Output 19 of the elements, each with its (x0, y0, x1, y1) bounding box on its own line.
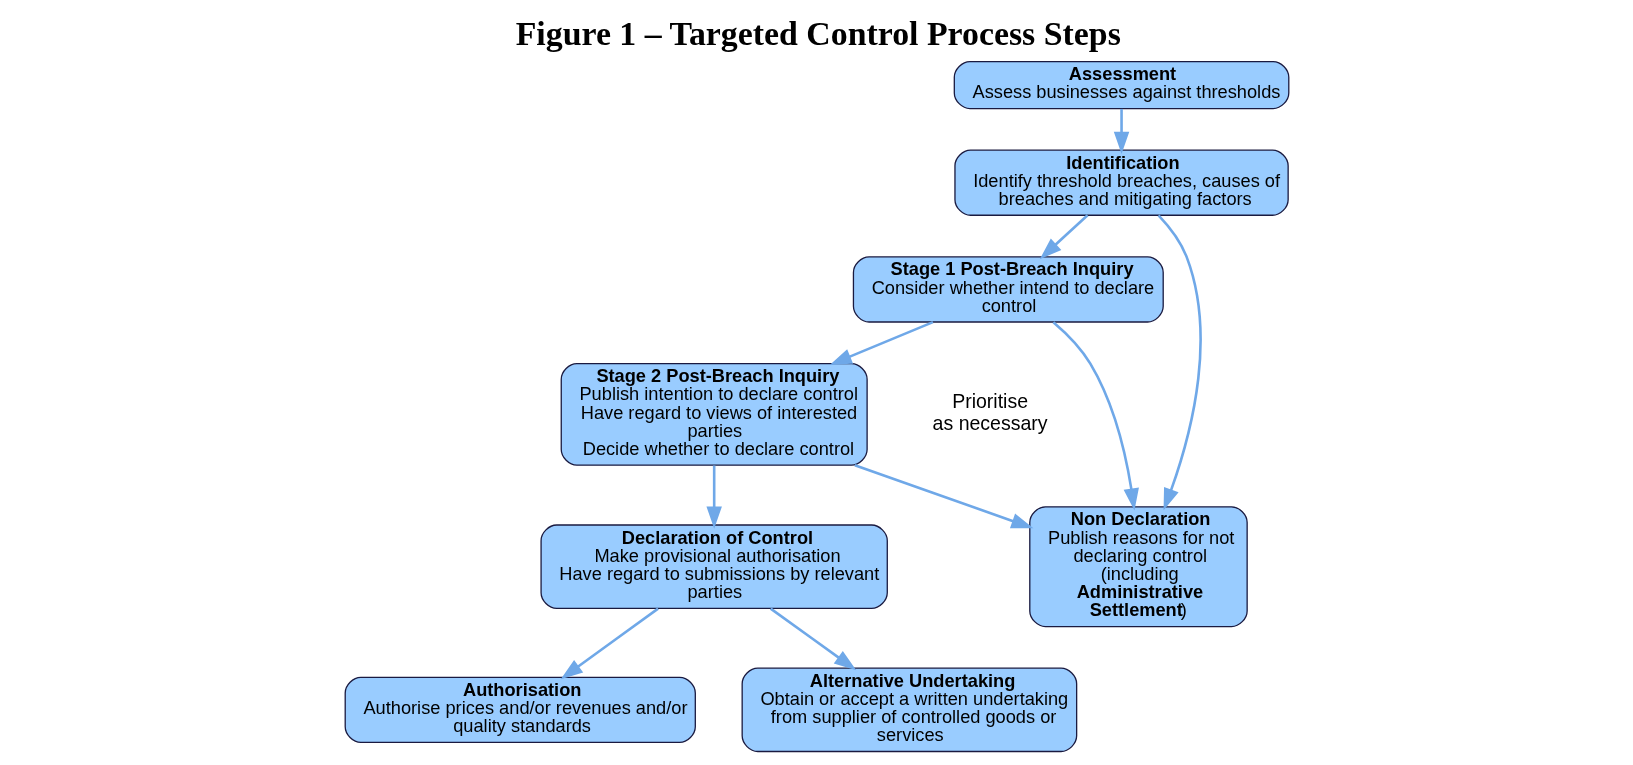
diagram-title: Figure 1 – Targeted Control Process Steps (515, 14, 1121, 52)
arrow (560, 607, 659, 680)
arrow (705, 465, 722, 529)
arrow (769, 607, 856, 671)
arrow (853, 464, 1033, 529)
node-box: Identification Identify threshold breaches, causes of breaches and mitigating factors (953, 149, 1289, 216)
node-box: Non Declaration Publish reasons for not declaring control (including Administrative Settlement) (1028, 506, 1248, 628)
node-box: Stage 2 Post-Breach Inquiry Publish intention to declare control Have regard to views of interested parties Decide whether to declare control (560, 363, 868, 466)
label: Prioritise as necessary (932, 389, 1048, 434)
arrow (1157, 214, 1202, 511)
arrow (829, 320, 933, 366)
node-box: Alternative Undertaking Obtain or accept a written undertaking from supplier of controlled goods or services (741, 667, 1077, 753)
arrow (1113, 108, 1129, 154)
arrow (1039, 214, 1088, 260)
node-box: Authorisation Authorise prices and/or revenues and/or quality standards (344, 676, 696, 743)
node-box: Declaration of Control Make provisional authorisation Have regard to submissions by relevant parties (539, 524, 888, 609)
arrow (1052, 321, 1139, 511)
node-box: Assessment Assess businesses against thresholds (953, 61, 1289, 110)
node-box: Stage 1 Post-Breach Inquiry Consider whether intend to declare control (852, 256, 1164, 323)
